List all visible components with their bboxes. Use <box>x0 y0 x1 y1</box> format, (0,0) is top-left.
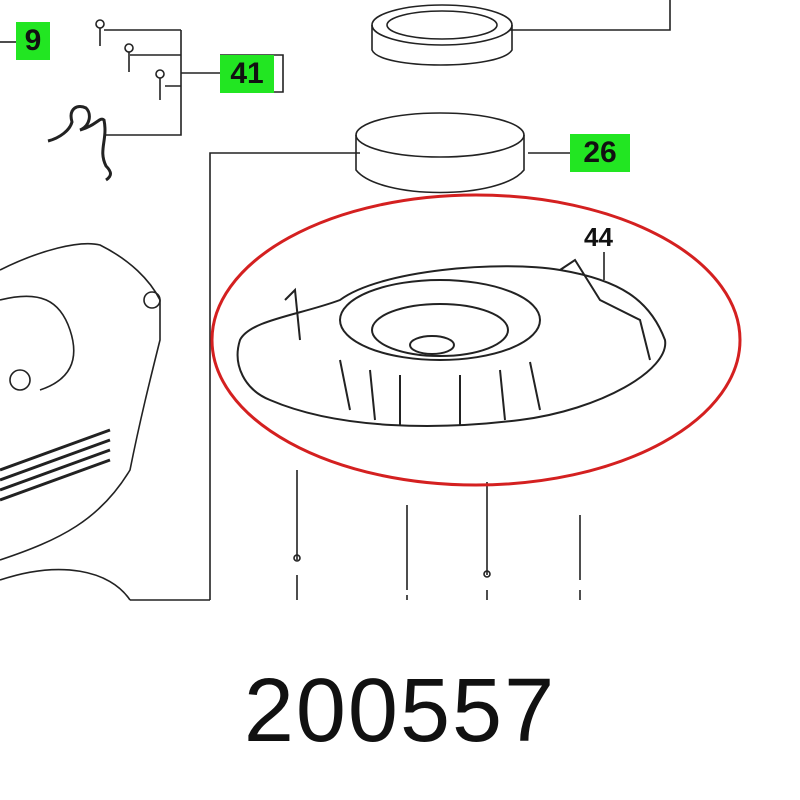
callout-26[interactable]: 26 <box>570 134 630 172</box>
callout-41[interactable]: 41 <box>220 55 274 93</box>
highlight-ellipse <box>210 193 742 487</box>
seal-ring <box>371 4 513 66</box>
screw-icon <box>155 69 165 100</box>
leader-26 <box>209 152 570 600</box>
ring-26 <box>355 112 525 194</box>
screw-icon <box>95 19 105 46</box>
pin-icon <box>483 482 491 600</box>
leader-41 <box>104 29 220 136</box>
base-plate-44 <box>236 258 667 427</box>
screw-icon <box>124 43 134 72</box>
pin-icon <box>293 470 301 600</box>
part-number: 200557 <box>243 661 557 761</box>
callout-44[interactable]: 44 <box>584 222 613 252</box>
housing-part <box>0 242 161 601</box>
leader-top <box>510 0 671 31</box>
cable-icon <box>47 105 112 182</box>
callout-9[interactable]: 9 <box>16 22 50 60</box>
